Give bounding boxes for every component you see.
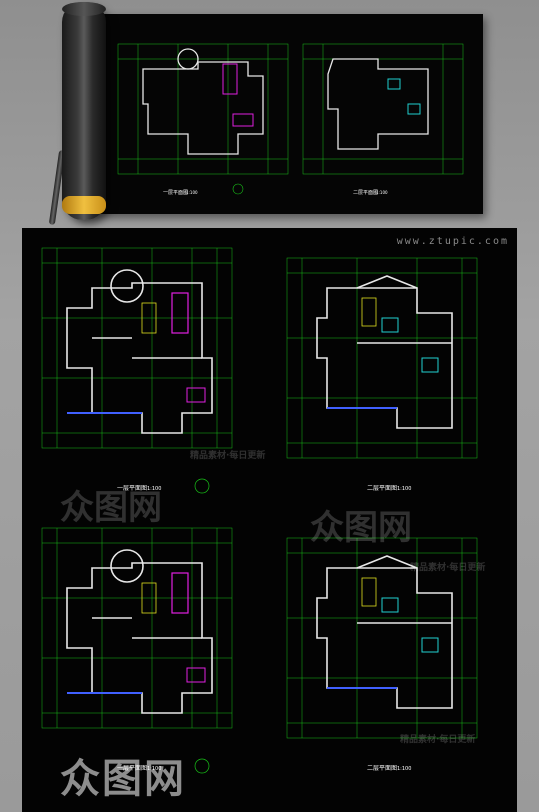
plan-title-1: 一层平面图 (117, 485, 147, 492)
north-arrow-icon (194, 758, 210, 774)
plan-1-scale: 1:100 (186, 190, 198, 195)
plan-scale-2: 1:100 (397, 486, 411, 492)
north-arrow-icon (194, 478, 210, 494)
floor-plan-1 (41, 247, 233, 449)
site-url: www.ztupic.com (396, 236, 509, 247)
large-drawing-sheet: 一层平面图 1:100 二层平面图 1:100 一层平面图 1:100 二层平面… (22, 228, 517, 812)
plan-2-scale: 1:100 (376, 190, 388, 195)
top-sheet-plans: 一层平面图 1:100 二层平面图 1:100 (117, 43, 464, 196)
drawing-roll-tube (62, 2, 106, 220)
plan-title-3: 一层平面图 (117, 765, 147, 772)
roll-cap (62, 2, 106, 16)
plan-scale-4: 1:100 (397, 766, 411, 772)
rolled-drawing-sheet: 一层平面图 1:100 二层平面图 1:100 (78, 14, 483, 214)
brand-logo: 众图网 (60, 756, 186, 802)
plan-scale-3: 1:100 (147, 766, 161, 772)
watermark-slogan: 精品素材·每日更新 (400, 735, 476, 745)
plan-1-title: 一层平面图 (163, 190, 188, 196)
north-arrow-icon (232, 183, 244, 195)
plan-title-2: 二层平面图 (367, 485, 397, 492)
watermark-slogan: 精品素材·每日更新 (410, 563, 486, 573)
floor-plan-3 (41, 527, 233, 729)
plan-scale-1: 1:100 (147, 486, 161, 492)
watermark-logo: 众图网 (310, 508, 412, 548)
watermark-logo: 众图网 (60, 488, 162, 528)
plan-2-title: 二层平面图 (353, 190, 378, 196)
watermark-slogan: 精品素材·每日更新 (190, 451, 266, 461)
floor-plan-2 (286, 257, 478, 459)
roll-gold-band (62, 196, 106, 214)
plan-title-4: 二层平面图 (367, 765, 397, 772)
large-sheet-plans: 一层平面图 1:100 二层平面图 1:100 一层平面图 1:100 二层平面… (41, 247, 478, 774)
